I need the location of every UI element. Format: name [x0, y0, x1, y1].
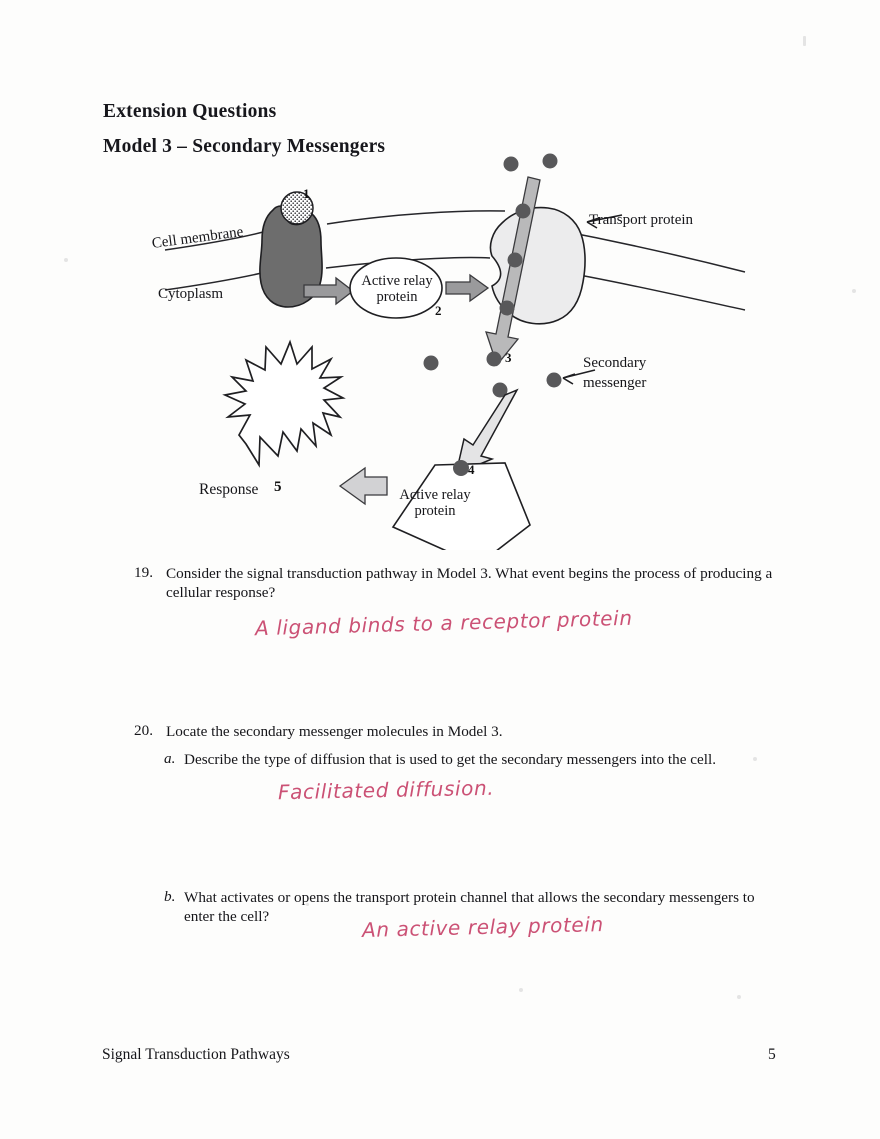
secondary-messenger-dots: [423, 153, 562, 398]
heading-extension-questions: Extension Questions: [103, 101, 277, 122]
label-active-relay-protein-1-line1: Active relay: [361, 273, 433, 289]
step-number-3: 3: [505, 350, 512, 365]
secondary-messenger-dot: [546, 372, 562, 388]
label-response: Response: [199, 481, 259, 498]
arrow-receptor-to-relay: [303, 276, 355, 306]
step-number-5: 5: [274, 479, 282, 495]
label-active-relay-protein-2: Active relay protein: [393, 487, 477, 519]
secondary-messenger-pointer: [562, 369, 596, 385]
question-20-text: Locate the secondary messenger molecules…: [166, 723, 503, 740]
secondary-messenger-dot: [453, 460, 469, 476]
footer-title: Signal Transduction Pathways: [102, 1046, 290, 1063]
secondary-messenger-dot: [503, 156, 519, 172]
scan-speck: [519, 988, 523, 992]
label-cytoplasm: Cytoplasm: [158, 286, 224, 302]
scan-speck: [64, 258, 68, 262]
secondary-messenger-dot: [486, 351, 502, 367]
question-20-number: 20.: [134, 722, 153, 739]
question-20b-letter: b.: [164, 888, 176, 905]
active-relay-protein-pentagon: [391, 462, 531, 550]
question-20b-handwritten-answer: An active relay protein: [361, 912, 604, 942]
step-number-1: 1: [303, 186, 310, 201]
question-20a-letter: a.: [164, 750, 176, 767]
scan-speck: [753, 757, 757, 761]
footer-page-number: 5: [768, 1046, 776, 1063]
scan-speck: [803, 36, 806, 46]
step-number-2: 2: [435, 303, 442, 318]
label-active-relay-protein-2-line1: Active relay: [399, 487, 471, 503]
label-active-relay-protein-2-line2: protein: [414, 503, 456, 519]
question-20a-handwritten-answer: Facilitated diffusion.: [277, 775, 495, 805]
question-19-text: Consider the signal transduction pathway…: [166, 565, 773, 601]
question-20b-text: What activates or opens the transport pr…: [184, 889, 755, 925]
ligand-molecule: [280, 191, 314, 225]
label-secondary-messenger-line2: messenger: [583, 375, 647, 391]
secondary-messenger-dot: [423, 355, 439, 371]
response-starburst: [222, 339, 346, 468]
label-active-relay-protein-1-line2: protein: [376, 289, 418, 305]
arrow-to-response: [338, 466, 388, 506]
heading-model-3: Model 3 – Secondary Messengers: [103, 136, 386, 157]
arrow-relay-to-transport: [445, 273, 490, 303]
scan-speck: [737, 995, 741, 999]
secondary-messenger-dot: [542, 153, 558, 169]
secondary-messenger-dot: [492, 382, 508, 398]
label-transport-protein: Transport protein: [589, 212, 694, 228]
model-3-diagram: [140, 150, 760, 550]
transport-channel-arrow: [485, 176, 541, 367]
question-19-number: 19.: [134, 564, 153, 581]
scan-speck: [306, 903, 309, 906]
active-relay-protein-ellipse: [349, 257, 443, 319]
question-19-handwritten-answer: A ligand binds to a receptor protein: [254, 605, 633, 641]
step-number-4: 4: [468, 462, 475, 477]
transport-protein-pointer: [586, 214, 623, 229]
diagram-svg: [164, 153, 746, 550]
scan-speck: [852, 289, 856, 293]
label-active-relay-protein-1: Active relay protein: [357, 273, 437, 305]
question-20a-text: Describe the type of diffusion that is u…: [184, 751, 716, 768]
label-secondary-messenger-line1: Secondary: [583, 355, 647, 371]
